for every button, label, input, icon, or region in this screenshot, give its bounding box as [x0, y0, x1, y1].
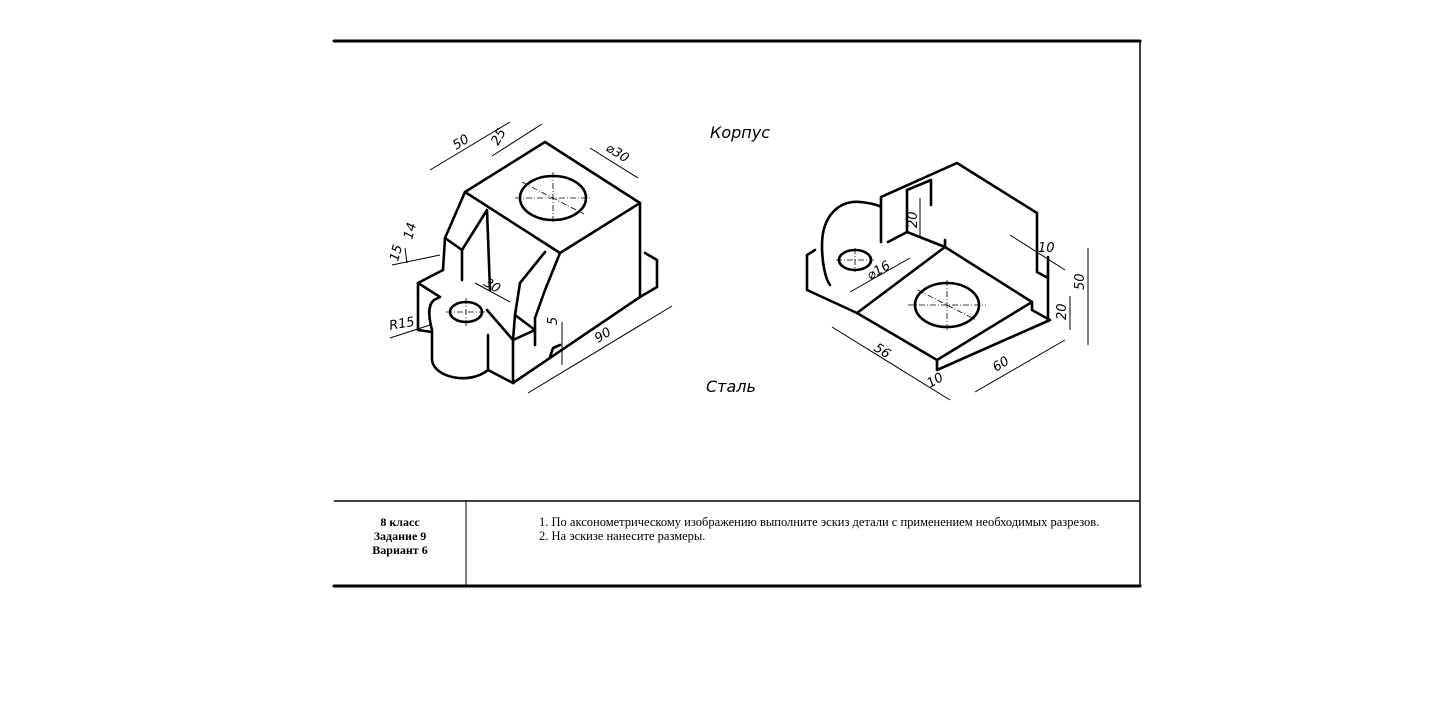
dim-30: 30: [481, 275, 503, 296]
instruction-1: 1. По аксонометрическому изображению вып…: [539, 515, 1100, 529]
grade-label: 8 класс: [380, 515, 420, 529]
dim-diameter-30: ⌀30: [603, 141, 632, 167]
dim-50: 50: [1073, 273, 1088, 290]
dim-56: 56: [871, 341, 893, 362]
left-isometric-view: 50 25 ⌀30 14 15 30 R15 5 90: [387, 121, 673, 394]
dim-diameter-16: ⌀16: [865, 258, 894, 283]
dim-15: 15: [387, 243, 406, 263]
dim-25: 25: [488, 126, 509, 148]
task-instructions: 1. По аксонометрическому изображению вып…: [477, 515, 1105, 543]
task-label: Задание 9: [373, 529, 427, 543]
dim-r15: R15: [388, 315, 416, 334]
right-isometric-view: 20 ⌀16 10 50 20 56 10 60: [805, 161, 1089, 401]
sheet-frame: [332, 39, 1142, 588]
variant-label: Вариант 6: [372, 543, 428, 557]
instruction-2: 2. На эскизе нанесите размеры.: [539, 528, 706, 543]
dim-50: 50: [450, 132, 472, 153]
dim-14: 14: [401, 221, 420, 241]
dim-90: 90: [592, 325, 614, 346]
dim-60: 60: [990, 354, 1012, 375]
part-name: Корпус: [710, 123, 770, 142]
material: Сталь: [706, 377, 756, 396]
task-info: 8 класс Задание 9 Вариант 6: [336, 515, 464, 557]
dim-10-right: 10: [1038, 241, 1055, 256]
dim-10-bottom: 10: [925, 370, 947, 391]
dim-20-right: 20: [1055, 303, 1070, 320]
dim-5: 5: [546, 317, 561, 325]
dim-20-top: 20: [906, 211, 921, 228]
